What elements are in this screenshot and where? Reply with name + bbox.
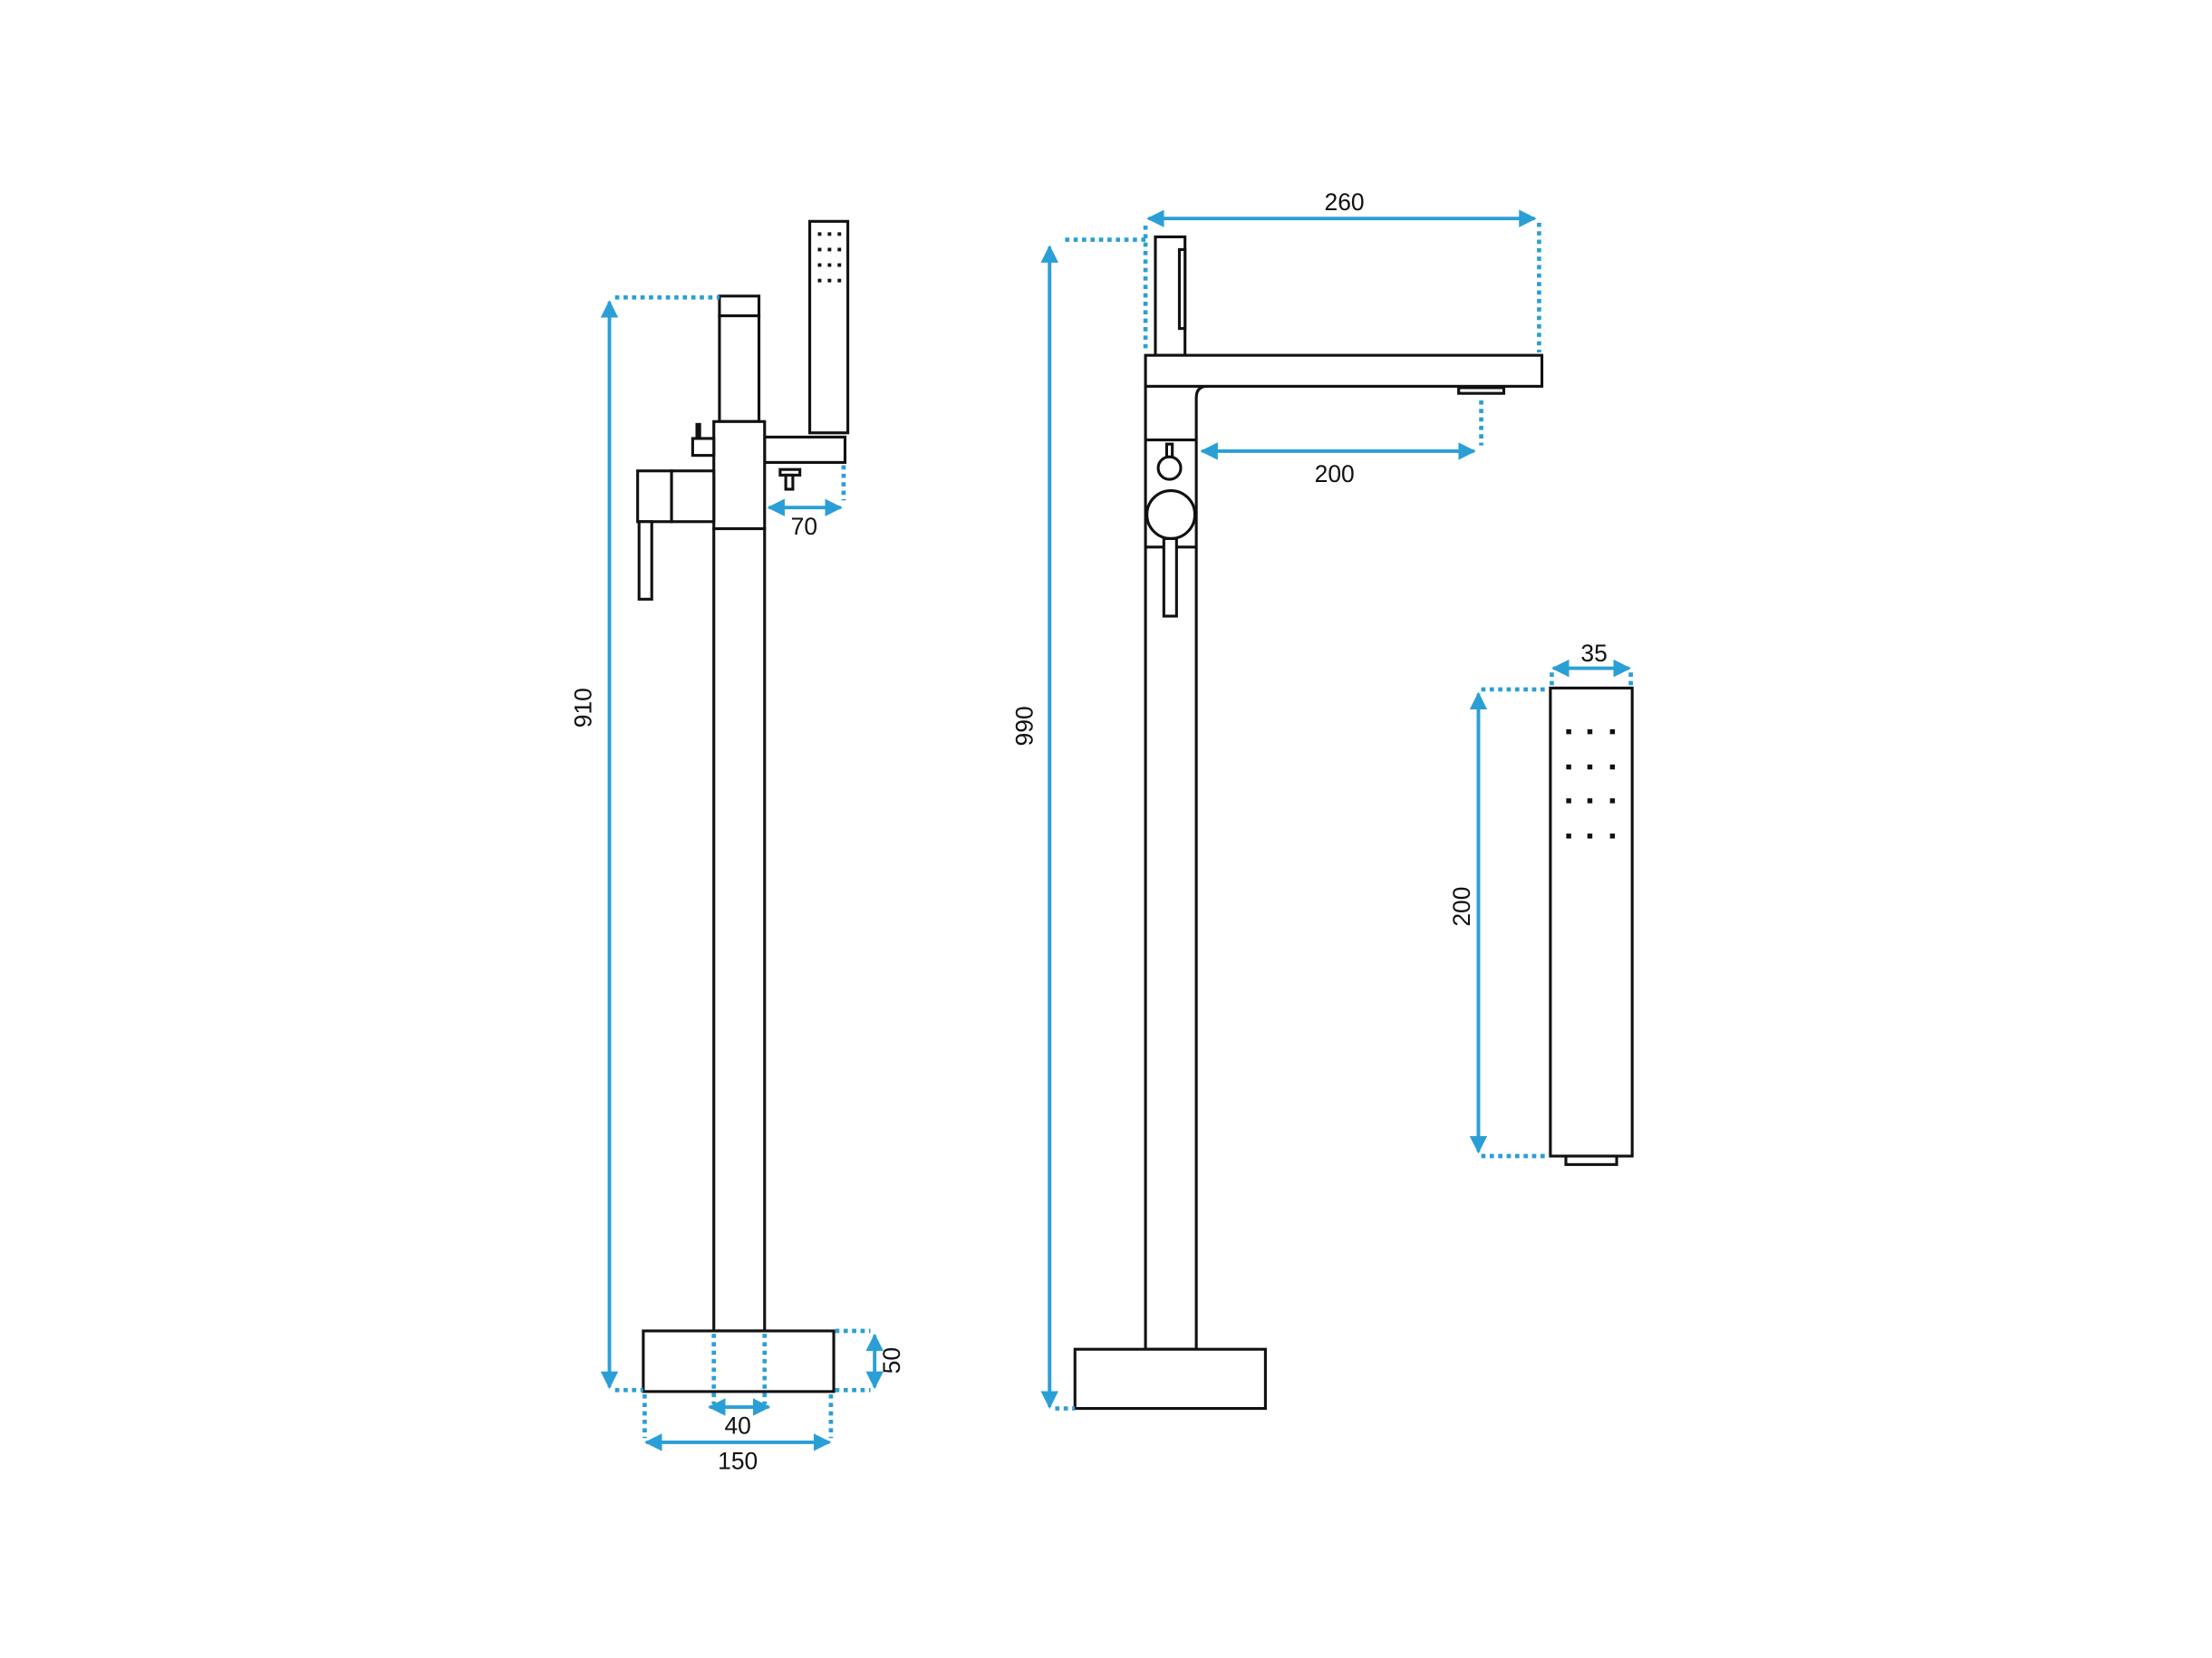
dimension-200-reach: 200 bbox=[1200, 400, 1483, 487]
handle-block bbox=[636, 469, 673, 524]
front-mixer-dial bbox=[1145, 488, 1197, 540]
column-width-40-label: 40 bbox=[724, 1412, 750, 1440]
spray-hole bbox=[1609, 798, 1616, 804]
dimension-990: 990 bbox=[1011, 237, 1146, 1411]
arm-offset-70-label: 70 bbox=[791, 513, 817, 540]
spray-hole bbox=[827, 278, 832, 283]
spray-hole bbox=[817, 278, 822, 283]
spray-hole bbox=[1566, 764, 1571, 770]
spray-hole bbox=[1566, 798, 1571, 804]
dimension-910: 910 bbox=[569, 295, 720, 1393]
spray-hole bbox=[837, 232, 842, 236]
spray-hole bbox=[837, 247, 842, 252]
spray-hole bbox=[1587, 834, 1593, 839]
handle-lever bbox=[637, 520, 653, 601]
side-view: 910 70 50 40 150 bbox=[569, 219, 905, 1474]
spray-hole bbox=[817, 263, 822, 267]
dimension-50: 50 bbox=[835, 1328, 905, 1393]
dimension-200-shower: 200 bbox=[1448, 687, 1550, 1159]
spray-hole bbox=[817, 232, 822, 236]
arm-fitting-stem bbox=[784, 473, 795, 491]
diverter-pin bbox=[695, 422, 701, 440]
spray-hole bbox=[1609, 728, 1616, 735]
spout-length-260-label: 260 bbox=[1325, 188, 1365, 216]
diverter-knob bbox=[691, 437, 716, 458]
height-910-label: 910 bbox=[569, 688, 596, 728]
shower-length-200-label: 200 bbox=[1448, 887, 1475, 927]
spray-hole bbox=[1566, 834, 1571, 839]
aerator bbox=[1457, 386, 1506, 395]
hand-shower-body bbox=[1549, 686, 1634, 1158]
spray-hole bbox=[1587, 764, 1593, 770]
spray-hole bbox=[827, 247, 832, 252]
shower-width-35-label: 35 bbox=[1580, 640, 1607, 667]
spray-hole bbox=[837, 278, 842, 283]
front-diverter-knob bbox=[1156, 455, 1183, 481]
base-height-50-label: 50 bbox=[878, 1347, 905, 1374]
handle-stem bbox=[670, 469, 716, 524]
hand-shower-nozzle bbox=[1564, 1154, 1618, 1166]
spray-hole bbox=[827, 232, 832, 236]
shower-arm bbox=[763, 435, 847, 464]
spray-hole bbox=[1609, 764, 1616, 770]
spray-hole bbox=[1566, 728, 1571, 735]
mixer-body bbox=[712, 419, 767, 531]
spray-hole bbox=[817, 247, 822, 252]
spray-hole bbox=[1587, 728, 1593, 735]
top-cap bbox=[718, 294, 761, 318]
dimension-150: 150 bbox=[642, 1394, 834, 1474]
spray-hole bbox=[1609, 834, 1616, 839]
dimension-260: 260 bbox=[1143, 188, 1541, 353]
spout bbox=[1144, 353, 1544, 388]
front-column bbox=[1144, 384, 1208, 1351]
holder-slot bbox=[1177, 247, 1187, 331]
front-lever bbox=[1162, 536, 1178, 618]
height-990-label: 990 bbox=[1011, 706, 1038, 746]
base-width-150-label: 150 bbox=[718, 1447, 758, 1474]
hand-shower-detail: 35 200 bbox=[1448, 640, 1634, 1166]
dimension-35: 35 bbox=[1550, 640, 1633, 687]
front-view: 260 990 200 bbox=[1011, 188, 1544, 1411]
spray-hole bbox=[1587, 798, 1593, 804]
hand-shower-docked bbox=[808, 219, 850, 435]
dimension-70: 70 bbox=[767, 465, 846, 540]
spout-reach-200-label: 200 bbox=[1315, 460, 1355, 487]
main-column bbox=[712, 526, 767, 1333]
front-base-plate bbox=[1073, 1347, 1267, 1411]
spray-hole bbox=[827, 263, 832, 267]
upper-column bbox=[718, 314, 761, 423]
spray-hole bbox=[837, 263, 842, 267]
base-plate bbox=[642, 1329, 836, 1393]
